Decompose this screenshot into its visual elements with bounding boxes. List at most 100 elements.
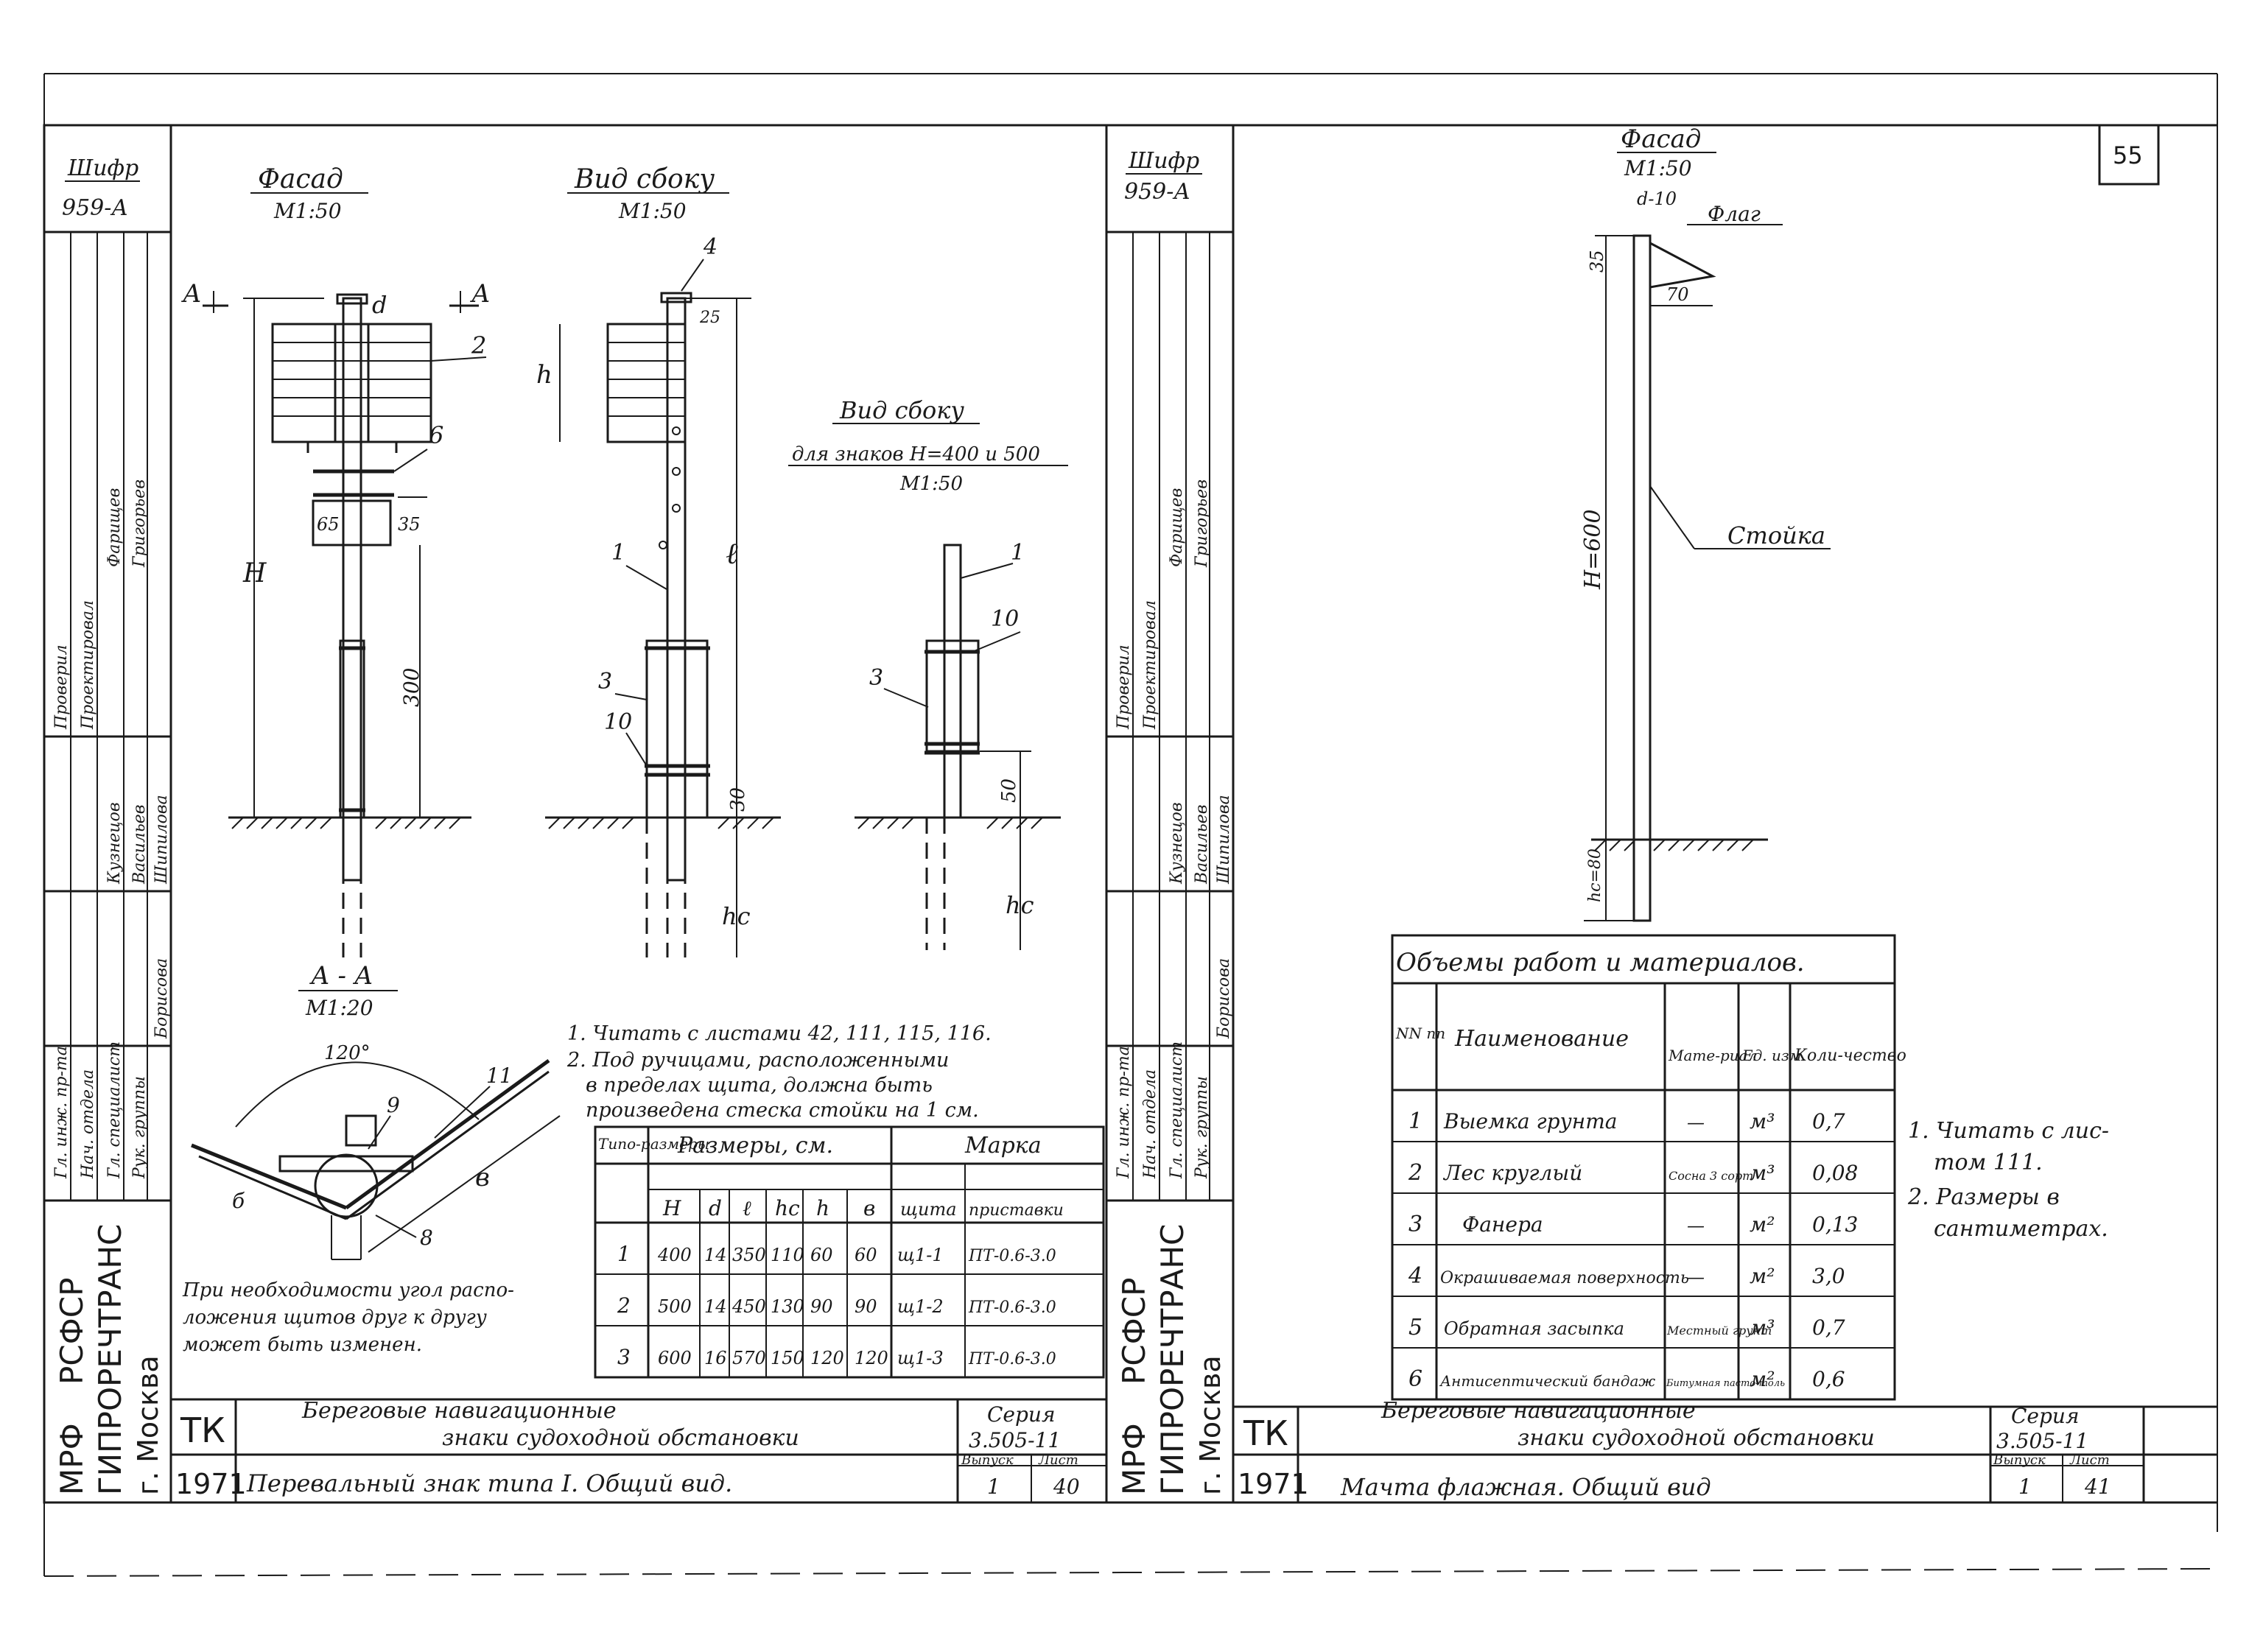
table-h-sizes: Размеры, см. bbox=[677, 1133, 833, 1159]
section-title: А - А bbox=[309, 961, 373, 991]
r-tb-series-label: Серия bbox=[2011, 1404, 2080, 1428]
r-stamp-name-2: Васильев bbox=[1193, 804, 1211, 885]
cell-b: 90 bbox=[855, 1296, 877, 1317]
cell-no: 4 bbox=[1408, 1263, 1422, 1289]
r-tb-sheet-label: Лист bbox=[2069, 1452, 2110, 1468]
materials-table bbox=[1391, 934, 1896, 1401]
cell-H: 500 bbox=[658, 1296, 692, 1317]
facade-scale: М1:50 bbox=[273, 199, 342, 223]
r-note-4: сантиметрах. bbox=[1934, 1216, 2108, 1242]
stamp-role-1: Гл. инж. пр-та bbox=[52, 1046, 71, 1179]
table-row: 6 Антисептический бандаж Битумная пасто-… bbox=[1408, 1366, 1845, 1392]
cell-material: — bbox=[1687, 1267, 1705, 1287]
stamp-name-6: Григорьев bbox=[130, 479, 149, 568]
section-callout-9: 9 bbox=[387, 1093, 400, 1117]
side-callout-3: 3 bbox=[598, 669, 612, 695]
tb-drawing: Перевальный знак типа I. Общий вид. bbox=[246, 1469, 732, 1497]
materials-h-qty: Коли-чество bbox=[1794, 1047, 1906, 1065]
cell-attachment: ПТ-0.6-3.0 bbox=[968, 1350, 1056, 1368]
materials-title: Объемы работ и материалов. bbox=[1396, 948, 1805, 977]
cell-type: 2 bbox=[617, 1293, 631, 1318]
section-dim-b2: б bbox=[232, 1189, 245, 1213]
cell-hc: 150 bbox=[771, 1348, 804, 1368]
r-note-2: том 111. bbox=[1934, 1150, 2043, 1175]
r-note-3: 2. Размеры в bbox=[1907, 1184, 2060, 1210]
tb-series: 3.505-11 bbox=[969, 1428, 1061, 1452]
facade-dim-65: 65 bbox=[317, 514, 340, 535]
tb-sheet-label: Лист bbox=[1038, 1452, 1078, 1468]
cell-no: 5 bbox=[1408, 1315, 1422, 1340]
table-col-d: d bbox=[709, 1196, 722, 1220]
facade-dim-H: H bbox=[242, 558, 267, 588]
r-tb-drawing: Мачта флажная. Общий вид bbox=[1340, 1473, 1711, 1501]
stamp-name-1: Кузнецов bbox=[105, 802, 124, 885]
table-col-hc: hc bbox=[775, 1196, 800, 1220]
cell-qty: 3,0 bbox=[1812, 1264, 1845, 1288]
cell-attachment: ПТ-0.6-3.0 bbox=[968, 1298, 1056, 1317]
section-angle: 120° bbox=[324, 1042, 371, 1064]
angle-note-2: ложения щитов друг к другу bbox=[183, 1307, 487, 1329]
cell-material: — bbox=[1687, 1215, 1705, 1236]
cell-H: 400 bbox=[657, 1245, 692, 1265]
r-org-rsfsr: РСФСР bbox=[1116, 1278, 1152, 1385]
right-sheet: Шифр 959-А Гл. инж. пр-та Нач. отдела Гл… bbox=[1105, 124, 2217, 1504]
table-h-mark: Марка bbox=[964, 1133, 1042, 1159]
title-block-right bbox=[1233, 1405, 2217, 1502]
r-stamp-role-4: Рук. группы bbox=[1193, 1076, 1211, 1179]
section-scale: М1:20 bbox=[305, 996, 373, 1020]
cell-h: 60 bbox=[810, 1245, 833, 1265]
cell-qty: 0,7 bbox=[1812, 1109, 1845, 1133]
cell-hc: 130 bbox=[771, 1296, 804, 1317]
side-dim-h: h bbox=[536, 360, 552, 390]
cell-unit: м² bbox=[1750, 1367, 1775, 1391]
title-block-left bbox=[171, 1398, 1106, 1502]
r-dim-70: 70 bbox=[1666, 284, 1689, 305]
flag-label: Флаг bbox=[1708, 202, 1761, 226]
r-tb-series: 3.505-11 bbox=[1996, 1429, 2088, 1453]
r-stamp-role-1: Гл. инж. пр-та bbox=[1115, 1046, 1133, 1179]
r-stamp-name-6: Григорьев bbox=[1193, 479, 1211, 568]
org-mrf: МРФ bbox=[54, 1423, 90, 1495]
side-dim-l: ℓ bbox=[726, 537, 738, 571]
stamp-role-6: Проектировал bbox=[79, 600, 97, 730]
sizes-table bbox=[594, 1125, 1105, 1379]
stamp-role-5: Проверил bbox=[52, 644, 71, 730]
r-tb-title-1: Береговые навигационные bbox=[1380, 1398, 1696, 1424]
stamp-name-4: Борисова bbox=[152, 958, 171, 1039]
post-label: Стойка bbox=[1727, 521, 1825, 549]
section-mark-right: А bbox=[470, 279, 491, 309]
cell-type: 3 bbox=[617, 1345, 631, 1369]
side-callout-10: 10 bbox=[604, 709, 632, 735]
stamp-name-3: Шипилова bbox=[152, 795, 171, 885]
cell-panel: щ1-2 bbox=[897, 1296, 944, 1317]
r-tb-issue-label: Выпуск bbox=[1993, 1452, 2046, 1468]
r-dim-35: 35 bbox=[1587, 250, 1607, 273]
facade-dim-300: 300 bbox=[399, 668, 424, 707]
cell-attachment: ПТ-0.6-3.0 bbox=[968, 1247, 1056, 1265]
side-scale: М1:50 bbox=[618, 199, 687, 223]
cell-name: Окрашиваемая поверхность bbox=[1440, 1269, 1689, 1287]
cell-material: Битумная пасто-толь bbox=[1666, 1378, 1785, 1389]
materials-h-mat: Мате-риал bbox=[1668, 1047, 1757, 1064]
cipher-label: Шифр bbox=[67, 155, 138, 181]
table-row: 5 Обратная засыпка Местный грунт м³ 0,7 bbox=[1408, 1315, 1845, 1340]
cell-name: Лес круглый bbox=[1442, 1161, 1582, 1185]
table-col-l: ℓ bbox=[743, 1196, 751, 1220]
cell-type: 1 bbox=[617, 1242, 631, 1266]
tb-sheet: 40 bbox=[1053, 1475, 1080, 1499]
note-2: 2. Под ручицами, расположенными bbox=[566, 1049, 949, 1072]
cell-panel: щ1-1 bbox=[897, 1245, 944, 1265]
tb-issue: 1 bbox=[987, 1475, 1000, 1499]
stamp-name-5: Фарищев bbox=[105, 488, 124, 567]
r-org-mrf: МРФ bbox=[1116, 1423, 1152, 1495]
table-row: 1 Выемка грунта — м³ 0,7 bbox=[1408, 1108, 1845, 1134]
table-h-type: Типо-размеры bbox=[598, 1135, 709, 1153]
r-stamp-name-4: Борисова bbox=[1215, 958, 1233, 1039]
facade-callout-6: 6 bbox=[429, 421, 443, 449]
r-tb-tk: ТК bbox=[1243, 1413, 1288, 1453]
note-3: в пределах щита, должна быть bbox=[586, 1074, 933, 1097]
r-tb-issue: 1 bbox=[2018, 1475, 2032, 1499]
table-col-h: h bbox=[816, 1196, 829, 1220]
stamp-name-2: Васильев bbox=[130, 804, 149, 885]
